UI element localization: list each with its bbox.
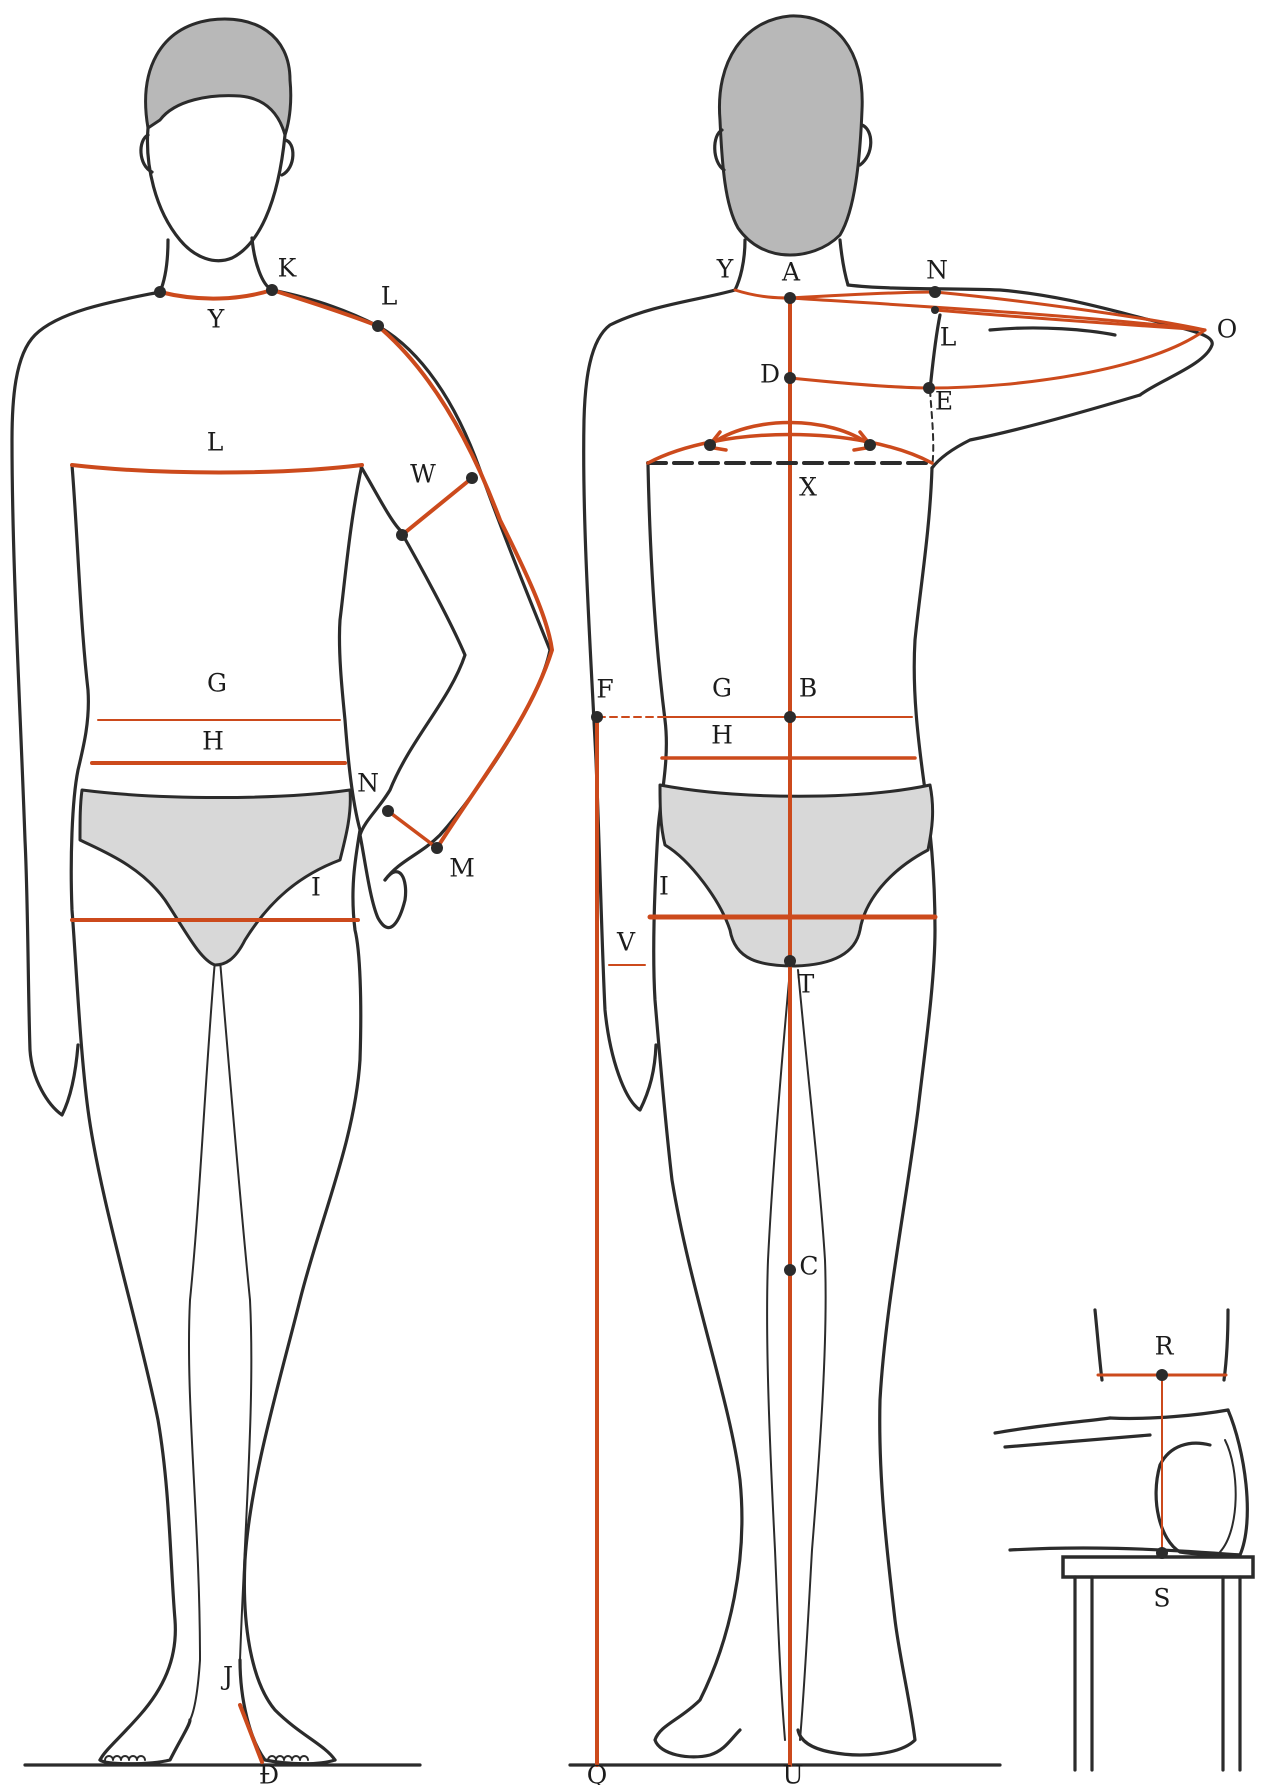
back-label-O: O <box>1217 315 1238 344</box>
back-label-F: F <box>596 675 613 704</box>
front-inner-legs <box>189 960 251 1720</box>
front-label-M: M <box>449 854 475 883</box>
back-point-E <box>923 382 935 394</box>
back-label-H: H <box>711 721 733 750</box>
seated-back <box>1095 1310 1102 1380</box>
back-label-X: X <box>799 473 817 502</box>
back-point-N <box>929 286 941 298</box>
front-label-Y: Y <box>207 305 225 334</box>
front-underwear <box>80 790 350 965</box>
seated-chair-seat <box>1063 1557 1253 1577</box>
seated-buttock <box>1156 1410 1247 1555</box>
back-torso-left <box>648 465 742 1757</box>
seated-buttock-inner <box>1220 1440 1236 1552</box>
seated-label-R: R <box>1155 1332 1175 1361</box>
back-label-V: V <box>616 928 636 957</box>
front-ankle-line-J <box>240 1705 262 1762</box>
front-label-J: J <box>220 1662 233 1691</box>
seated-belt <box>1110 1410 1228 1418</box>
back-label-U: U <box>782 1761 803 1785</box>
back-label-I: I <box>659 872 669 901</box>
seated-point-R <box>1156 1369 1168 1381</box>
back-label-D: D <box>760 360 780 389</box>
back-underwear <box>660 785 933 966</box>
back-arm-line-DO <box>790 330 1205 388</box>
back-shoulder-line-AN <box>790 292 935 298</box>
back-label-A: A <box>781 258 801 287</box>
back-point-F <box>591 711 603 723</box>
back-label-Y: Y <box>716 255 734 284</box>
front-wrist-line-NM <box>388 811 437 848</box>
back-arm-fold <box>930 315 1115 390</box>
back-label-G: G <box>712 674 732 703</box>
front-right-arm-outer <box>272 290 550 880</box>
back-arm-line-LO <box>935 310 1205 330</box>
front-label-N: N <box>357 769 379 798</box>
back-label-T: T <box>798 970 815 999</box>
front-label-I: I <box>311 873 321 902</box>
back-label-B: B <box>799 674 817 703</box>
front-neck <box>160 238 272 292</box>
back-label-E: E <box>935 387 953 416</box>
front-label-L-chest: L <box>207 428 224 457</box>
back-label-L: L <box>940 323 957 352</box>
back-point-T <box>784 955 796 967</box>
front-right-hand <box>360 835 406 928</box>
front-hair <box>146 19 291 135</box>
back-point-blade-right <box>864 439 876 451</box>
front-point-W-inner <box>396 529 408 541</box>
front-label-G: G <box>207 669 227 698</box>
front-shoulder-line-KL <box>272 290 378 326</box>
front-point-L <box>372 320 384 332</box>
back-point-D <box>784 372 796 384</box>
front-point-N <box>382 805 394 817</box>
back-point-L <box>931 306 939 314</box>
back-torso-right <box>798 468 935 1755</box>
front-toes <box>105 1756 308 1760</box>
seated-underside <box>1010 1548 1240 1555</box>
front-torso-left <box>71 465 175 1760</box>
front-label-K: K <box>278 254 298 283</box>
back-point-C <box>784 1264 796 1276</box>
front-label-H: H <box>202 727 224 756</box>
front-label-W: W <box>410 460 436 489</box>
seated-figure: R S <box>995 1310 1253 1770</box>
front-left-arm <box>12 292 160 1115</box>
back-point-blade-left <box>704 439 716 451</box>
back-point-B <box>784 711 796 723</box>
back-point-A <box>784 292 796 304</box>
back-figure: Y A N O L D E X F G B H I V T C Q U <box>570 16 1237 1785</box>
front-point-K <box>266 284 278 296</box>
seated-thigh <box>995 1418 1150 1447</box>
front-point-W-outer <box>466 472 478 484</box>
back-label-C: C <box>799 1252 818 1281</box>
back-inner-legs <box>767 970 826 1740</box>
back-label-N: N <box>926 256 948 285</box>
front-neck-line-Y <box>160 290 272 299</box>
back-neck-line-Y <box>735 290 790 298</box>
front-label-D-stroke: Đ <box>259 1761 279 1785</box>
front-point-M <box>431 842 443 854</box>
back-armpit-dashed <box>930 390 933 468</box>
back-raised-arm-bottom <box>932 395 1140 468</box>
seated-front <box>1224 1310 1228 1380</box>
front-chest-line-L <box>72 465 362 473</box>
back-label-Q: Q <box>587 1761 608 1785</box>
back-head <box>719 16 862 255</box>
seated-label-S: S <box>1153 1584 1170 1613</box>
front-torso-right <box>244 465 362 1760</box>
front-label-L-shoulder: L <box>381 282 398 311</box>
seated-point-S <box>1156 1547 1168 1559</box>
front-figure: K L Y L W G H N I M J Đ <box>12 19 552 1785</box>
front-point-neck-left <box>154 286 166 298</box>
